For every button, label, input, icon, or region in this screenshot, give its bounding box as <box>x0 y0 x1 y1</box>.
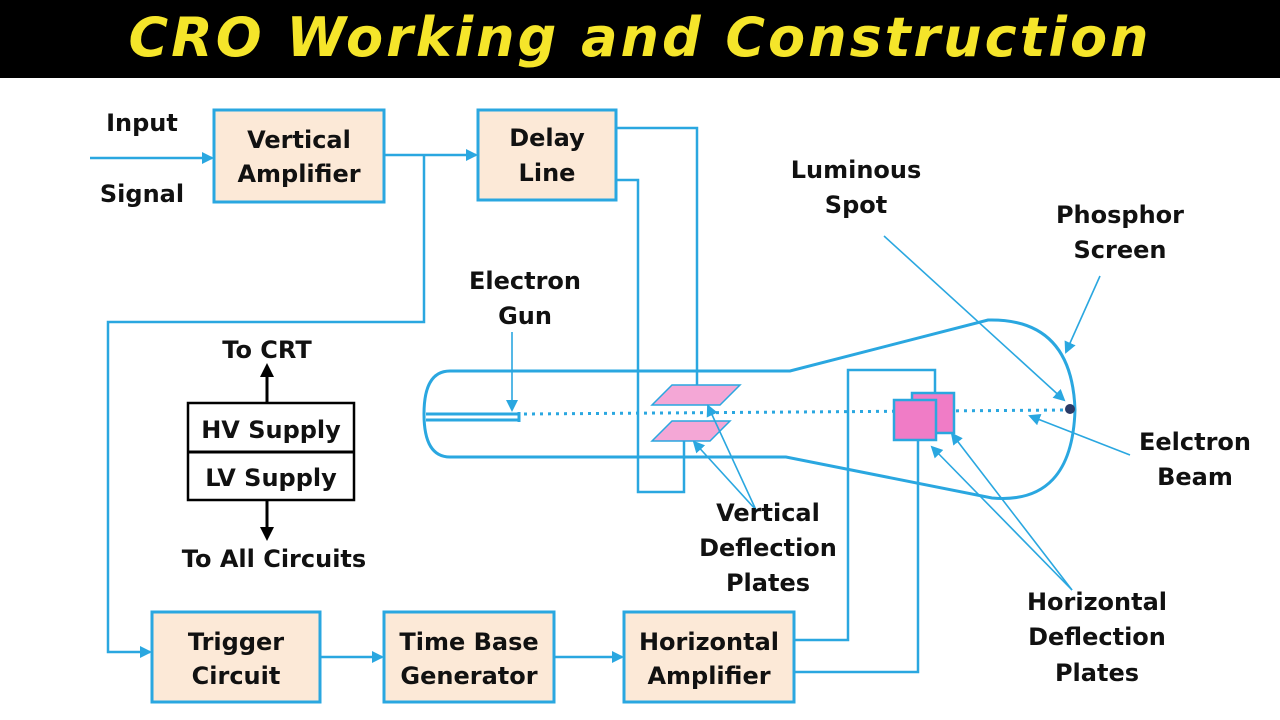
horizontal-plates-label-2: Deflection <box>1028 623 1166 651</box>
delay-line-box <box>476 108 618 202</box>
luminous-spot <box>1065 404 1075 414</box>
lv-supply-label: LV Supply <box>205 464 337 492</box>
time-base-label-2: Generator <box>400 662 537 690</box>
diagram-area: Vertical Amplifier Delay Line HV Supply … <box>0 78 1280 720</box>
hamp-to-upper-hplate-wire <box>794 368 937 642</box>
horizontal-plates-pointer-upper <box>950 432 1073 591</box>
to-crt-label: To CRT <box>222 336 312 364</box>
time-base-generator-box <box>382 610 556 704</box>
luminous-spot-label-2: Spot <box>825 191 887 219</box>
cro-block-diagram: Vertical Amplifier Delay Line HV Supply … <box>90 108 1251 704</box>
electron-beam-pointer <box>1028 414 1131 456</box>
electron-gun-label-2: Gun <box>498 302 552 330</box>
horizontal-plates-label-1: Horizontal <box>1027 588 1167 616</box>
horizontal-plates-pointer-lower <box>930 445 1073 591</box>
delay-line-label-2: Line <box>519 159 576 187</box>
title-bar: CRO Working and Construction <box>0 0 1280 78</box>
delay-to-lower-plate-wire <box>616 178 686 494</box>
title-svg: CRO Working and Construction <box>129 6 1152 69</box>
horizontal-amplifier-label-2: Amplifier <box>647 662 770 690</box>
vertical-plates-pointer-upper <box>706 404 757 511</box>
delay-to-upper-plate-wire <box>616 126 699 398</box>
vertical-plates-label-3: Plates <box>726 569 810 597</box>
vertical-amplifier-label-1: Vertical <box>247 126 351 154</box>
vertical-amplifier-label-2: Amplifier <box>237 160 360 188</box>
page-title: CRO Working and Construction <box>129 6 1152 69</box>
delay-line-label-1: Delay <box>509 124 585 152</box>
vertical-plate-upper <box>650 384 742 406</box>
to-all-circuits-label: To All Circuits <box>182 545 366 573</box>
horizontal-amplifier-label-1: Horizontal <box>639 628 779 656</box>
input-label: Input <box>106 109 178 137</box>
horizontal-plates-label-3: Plates <box>1055 659 1139 687</box>
electron-beam-label-1: Eelctron <box>1139 428 1251 456</box>
electron-gun-label-1: Electron <box>469 267 581 295</box>
vertical-plate-lower <box>650 420 732 442</box>
trigger-circuit-label-1: Trigger <box>188 628 284 656</box>
phosphor-screen-pointer <box>1064 275 1101 354</box>
hv-supply-label: HV Supply <box>201 416 341 444</box>
hamp-to-lower-hplate-wire <box>794 440 920 674</box>
phosphor-screen-label-1: Phosphor <box>1056 201 1184 229</box>
horizontal-plate-front <box>892 398 938 442</box>
horizontal-amplifier-box <box>622 610 796 704</box>
vertical-amplifier-box <box>212 108 386 204</box>
vertical-plates-label-2: Deflection <box>699 534 837 562</box>
electron-beam-line <box>523 408 1069 416</box>
time-base-label-1: Time Base <box>399 628 538 656</box>
vamp-to-trigger-wire <box>106 155 426 658</box>
luminous-spot-label-1: Luminous <box>791 156 922 184</box>
crt-tube <box>422 318 1077 500</box>
electron-beam-label-2: Beam <box>1157 463 1233 491</box>
trigger-circuit-label-2: Circuit <box>192 662 281 690</box>
signal-label: Signal <box>100 180 184 208</box>
vertical-plates-label-1: Vertical <box>716 499 820 527</box>
trigger-circuit-box <box>150 610 322 704</box>
phosphor-screen-label-2: Screen <box>1074 236 1167 264</box>
vertical-plates-pointer-lower <box>692 440 757 511</box>
luminous-spot-pointer <box>883 235 1066 402</box>
